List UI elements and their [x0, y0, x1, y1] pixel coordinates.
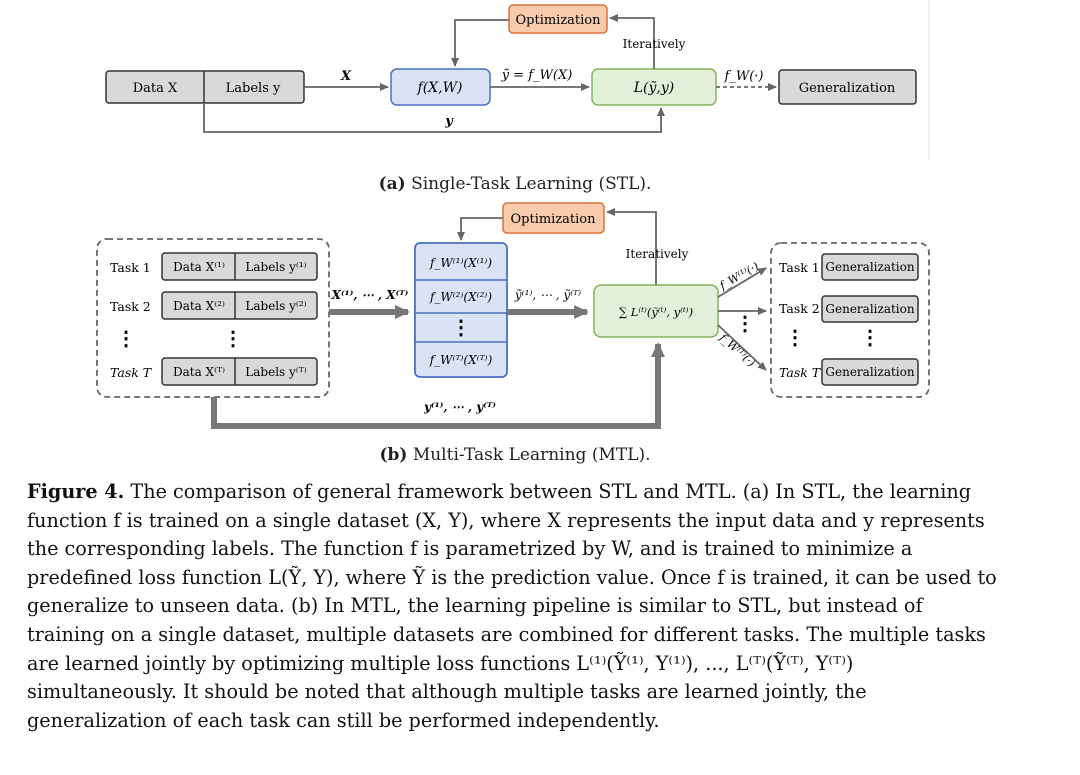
stl-edge-pred: ỹ = f_W(X) [501, 68, 573, 83]
figure-caption-text: The comparison of general framework betw… [27, 480, 997, 732]
mtl-gen-label: Generalization [825, 302, 914, 316]
mtl-gen-task-label: Task T [779, 365, 822, 380]
mtl-edge-pred: ỹ⁽¹⁾, ⋯ , ỹ⁽ᵀ⁾ [514, 288, 581, 302]
stl-iteratively: Iteratively [623, 37, 686, 51]
mtl-labels-label: Labels y⁽²⁾ [245, 299, 306, 313]
mtl-loss-label: ∑ L⁽ᵗ⁾(ỹ⁽ᵗ⁾, y⁽ᵗ⁾) [619, 305, 693, 319]
mtl-thin-arrows [457, 208, 767, 371]
mtl-gen-task-label: Task 1 [779, 260, 820, 275]
mtl-function-column: f_W⁽¹⁾(X⁽¹⁾) f_W⁽²⁾(X⁽²⁾) ⋮ f_W⁽ᵀ⁾(X⁽ᵀ⁾) [414, 242, 508, 378]
stl-edge-y: y [444, 114, 454, 129]
stl-subcaption-label: (a) [378, 174, 406, 194]
mtl-gen-dots-box: ⋮ [860, 325, 880, 349]
figure-caption-label: Figure 4. [27, 480, 125, 503]
mtl-gen-dots-middle: ⋮ [735, 311, 755, 335]
mtl-optimization-label: Optimization [510, 212, 596, 227]
stl-subcaption-text: Single-Task Learning (STL). [411, 174, 652, 194]
mtl-generalization-container [770, 242, 930, 398]
framework-diagram: Data X Labels y f(X,W) L(ỹ,y) Optimizati… [96, 0, 930, 429]
stl-loss-label: L(ỹ,y) [633, 80, 675, 96]
stl-arrows [203, 14, 777, 133]
mtl-function-T: f_W⁽ᵀ⁾(X⁽ᵀ⁾) [429, 353, 493, 367]
mtl-function-2: f_W⁽²⁾(X⁽²⁾) [429, 290, 492, 304]
mtl-gen-row-2: Task 2 Generalization [779, 295, 919, 323]
mtl-loss-box: ∑ L⁽ᵗ⁾(ỹ⁽ᵗ⁾, y⁽ᵗ⁾) [593, 284, 719, 338]
mtl-diagram: Task 1 Data X⁽¹⁾ Labels y⁽¹⁾ Task 2 Data… [96, 202, 930, 429]
mtl-iteratively: Iteratively [626, 247, 689, 261]
mtl-function-1: f_W⁽¹⁾(X⁽¹⁾) [429, 256, 492, 270]
mtl-data-label: Data X⁽²⁾ [173, 299, 225, 313]
mtl-edge-fw1: f_W⁽¹⁾(·) [717, 260, 761, 293]
mtl-task-container [96, 238, 330, 398]
mtl-labels-label: Labels y⁽¹⁾ [245, 260, 306, 274]
mtl-gen-dots-task: ⋮ [785, 325, 805, 349]
mtl-data-label: Data X⁽ᵀ⁾ [173, 365, 225, 379]
stl-function-box: f(X,W) [390, 68, 491, 106]
stl-optimization-label: Optimization [515, 13, 601, 28]
stl-optimization-box: Optimization [508, 4, 608, 34]
mtl-task-label: Task 1 [110, 260, 151, 275]
mtl-task-label: Task T [110, 365, 153, 380]
mtl-subcaption: (b) Multi-Task Learning (MTL). [0, 445, 1030, 465]
figure-caption: Figure 4. The comparison of general fram… [27, 478, 1002, 735]
mtl-optimization-box: Optimization [502, 202, 605, 234]
stl-loss-box: L(ỹ,y) [591, 68, 717, 106]
mtl-thick-arrows [211, 305, 665, 429]
mtl-data-label: Data X⁽¹⁾ [173, 260, 225, 274]
mtl-task-row-T: Task T Data X⁽ᵀ⁾ Labels y⁽ᵀ⁾ [110, 357, 318, 386]
stl-generalization-box: Generalization [778, 69, 917, 105]
mtl-function-dots: ⋮ [451, 315, 471, 339]
mtl-subcaption-label: (b) [379, 445, 408, 465]
stl-edge-fw: f_W(·) [724, 69, 764, 84]
mtl-gen-label: Generalization [825, 365, 914, 379]
mtl-gen-task-label: Task 2 [779, 301, 820, 316]
stl-subcaption: (a) Single-Task Learning (STL). [0, 174, 1030, 194]
stl-labels-label: Labels y [226, 81, 281, 96]
mtl-task-row-1: Task 1 Data X⁽¹⁾ Labels y⁽¹⁾ [110, 252, 318, 281]
mtl-subcaption-text: Multi-Task Learning (MTL). [412, 445, 651, 465]
mtl-dots-task: ⋮ [116, 326, 136, 350]
mtl-gen-row-T: Task T Generalization [779, 358, 919, 386]
stl-data-labels-box: Data X Labels y [105, 70, 305, 104]
mtl-edge-y: y⁽¹⁾, ⋯ , y⁽ᵀ⁾ [423, 400, 496, 414]
mtl-task-label: Task 2 [110, 299, 151, 314]
stl-generalization-label: Generalization [799, 81, 896, 96]
mtl-labels-label: Labels y⁽ᵀ⁾ [245, 365, 306, 379]
stl-diagram: Data X Labels y f(X,W) L(ỹ,y) Optimizati… [105, 0, 930, 160]
stl-data-label: Data X [133, 81, 178, 96]
mtl-edge-fwT: f_W⁽ᵀ⁾(·) [716, 331, 757, 370]
mtl-edge-x: X⁽¹⁾, ⋯ , X⁽ᵀ⁾ [331, 288, 409, 302]
mtl-gen-row-1: Task 1 Generalization [779, 253, 919, 281]
stl-function-label: f(X,W) [417, 80, 463, 96]
mtl-task-row-2: Task 2 Data X⁽²⁾ Labels y⁽²⁾ [110, 291, 318, 320]
stl-edge-x: X [340, 69, 352, 84]
mtl-dots-data: ⋮ [223, 326, 243, 350]
mtl-gen-label: Generalization [825, 260, 914, 274]
